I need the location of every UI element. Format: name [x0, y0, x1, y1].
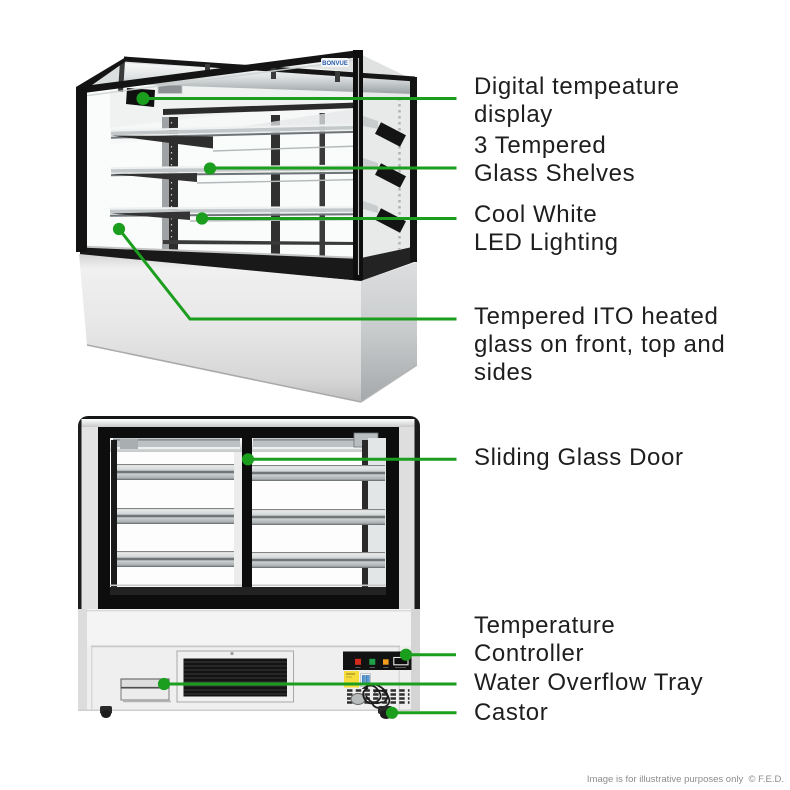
svg-text:BONVUE: BONVUE [322, 61, 348, 67]
